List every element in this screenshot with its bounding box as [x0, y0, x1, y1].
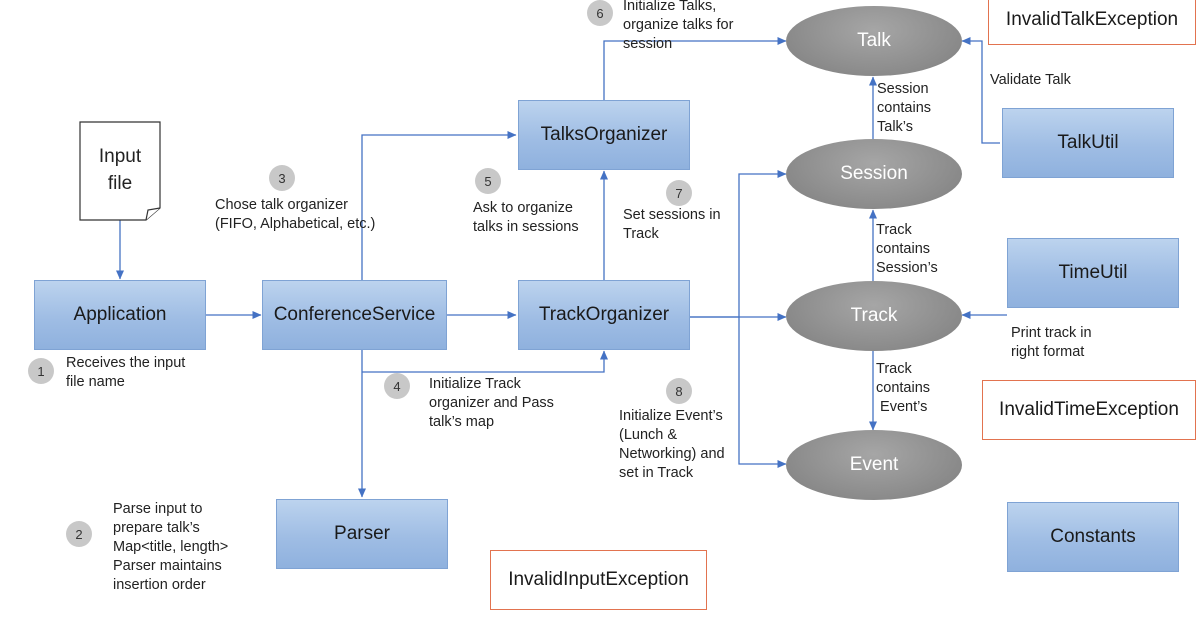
input-file-icon — [79, 121, 161, 221]
track-contains-sessions-label: Track contains Session’s — [876, 222, 938, 276]
step-2-text: Parse input to prepare talk’s Map<title,… — [113, 501, 229, 593]
step-5-badge: 5 — [475, 168, 501, 194]
step-8-text: Initialize Event’s (Lunch & Networking) … — [619, 408, 725, 481]
input-file-label: Input file — [98, 146, 142, 194]
talks-organizer-box: TalksOrganizer — [518, 100, 690, 170]
step-1-badge: 1 — [28, 358, 54, 384]
arrow-trackorganizer-to-session — [690, 170, 787, 318]
time-util-box: TimeUtil — [1007, 238, 1179, 308]
step-1-text: Receives the input file name — [66, 355, 186, 390]
event-ellipse: Event — [786, 430, 962, 500]
track-ellipse: Track — [786, 281, 962, 351]
track-organizer-box: TrackOrganizer — [518, 280, 690, 350]
arrow-conferenceservice-to-talksorganizer — [361, 131, 517, 280]
invalid-talk-exception-box: InvalidTalkException — [988, 0, 1196, 45]
step-3-text: Chose talk organizer (FIFO, Alphabetical… — [215, 197, 376, 232]
application-box: Application — [34, 280, 206, 350]
constants-box: Constants — [1007, 502, 1179, 572]
session-contains-talks-label: Session contains Talk’s — [877, 81, 932, 135]
step-4-text: Initialize Track organizer and Pass talk… — [429, 376, 554, 430]
parser-box: Parser — [276, 499, 448, 569]
track-contains-events-label: Track contains Event’s — [876, 361, 931, 415]
step-2-badge: 2 — [66, 521, 92, 547]
arrow-conferenceservice-to-trackorganizer-init — [362, 350, 608, 373]
validate-talk-label: Validate Talk — [990, 72, 1071, 88]
talk-ellipse: Talk — [786, 6, 962, 76]
conference-service-box: ConferenceService — [262, 280, 447, 350]
step-6-text: Initialize Talks, organize talks for ses… — [623, 0, 734, 52]
print-track-label: Print track in right format — [1011, 325, 1092, 360]
arrow-trackorganizer-to-event — [738, 317, 787, 468]
step-6-badge: 6 — [587, 0, 613, 26]
step-7-badge: 7 — [666, 180, 692, 206]
talk-util-box: TalkUtil — [1002, 108, 1174, 178]
step-4-badge: 4 — [384, 373, 410, 399]
arrow-talkutil-to-talk — [961, 37, 1000, 144]
invalid-input-exception-box: InvalidInputException — [490, 550, 707, 610]
session-ellipse: Session — [786, 139, 962, 209]
step-3-badge: 3 — [269, 165, 295, 191]
step-5-text: Ask to organize talks in sessions — [473, 200, 579, 235]
invalid-time-exception-box: InvalidTimeException — [982, 380, 1196, 440]
step-7-text: Set sessions in Track — [623, 207, 721, 242]
arrow-talksorganizer-to-talk — [603, 37, 787, 100]
step-8-badge: 8 — [666, 378, 692, 404]
